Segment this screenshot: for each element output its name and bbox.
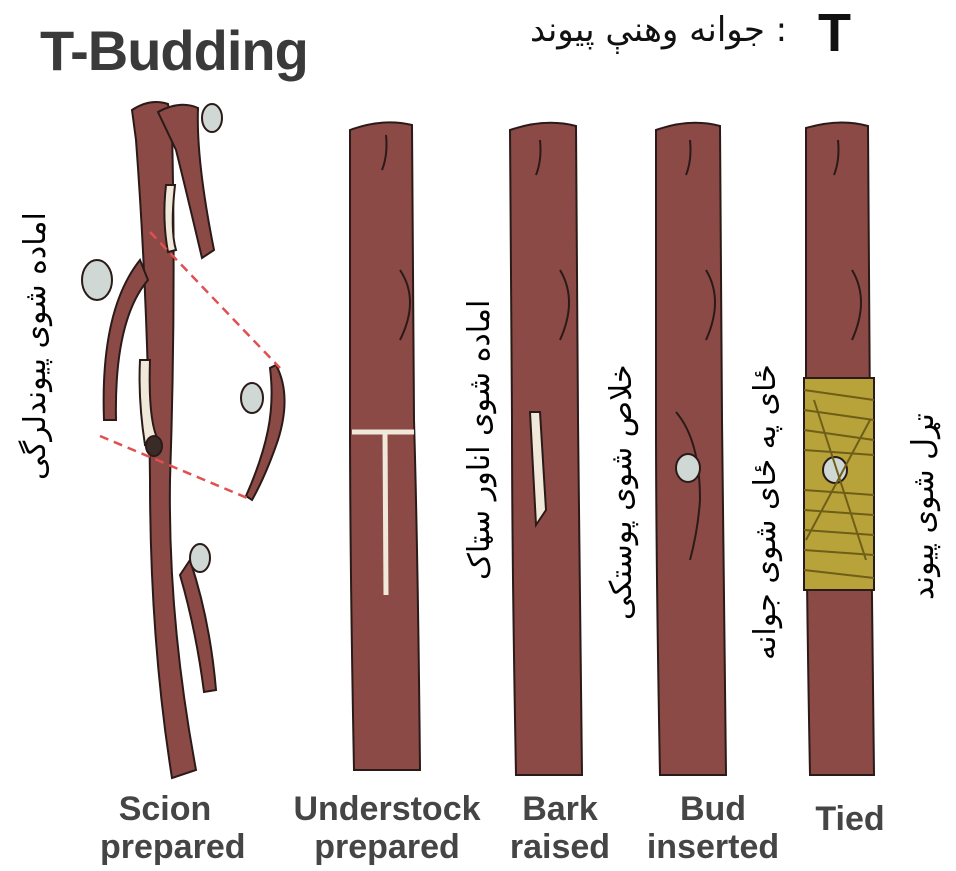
label-understock-prepared: اماده شوی اناور سټاک — [462, 300, 497, 580]
label-bud-inserted: ځای په ځای شوی جوانه — [748, 364, 783, 660]
bud-inserted-stick — [656, 123, 726, 775]
label-bark-raised: خلاص شوی پوستکی — [604, 364, 639, 620]
caption-tied: Tied — [800, 800, 900, 838]
label-scion-prepared: اماده شوی پیوندلرگی — [18, 212, 53, 480]
label-tied: تړل شوی پیوند — [906, 413, 941, 600]
guide-lines — [100, 232, 280, 500]
scion-stick — [82, 102, 222, 778]
tied-stick — [804, 122, 874, 775]
bark-raised-stick — [510, 123, 582, 775]
